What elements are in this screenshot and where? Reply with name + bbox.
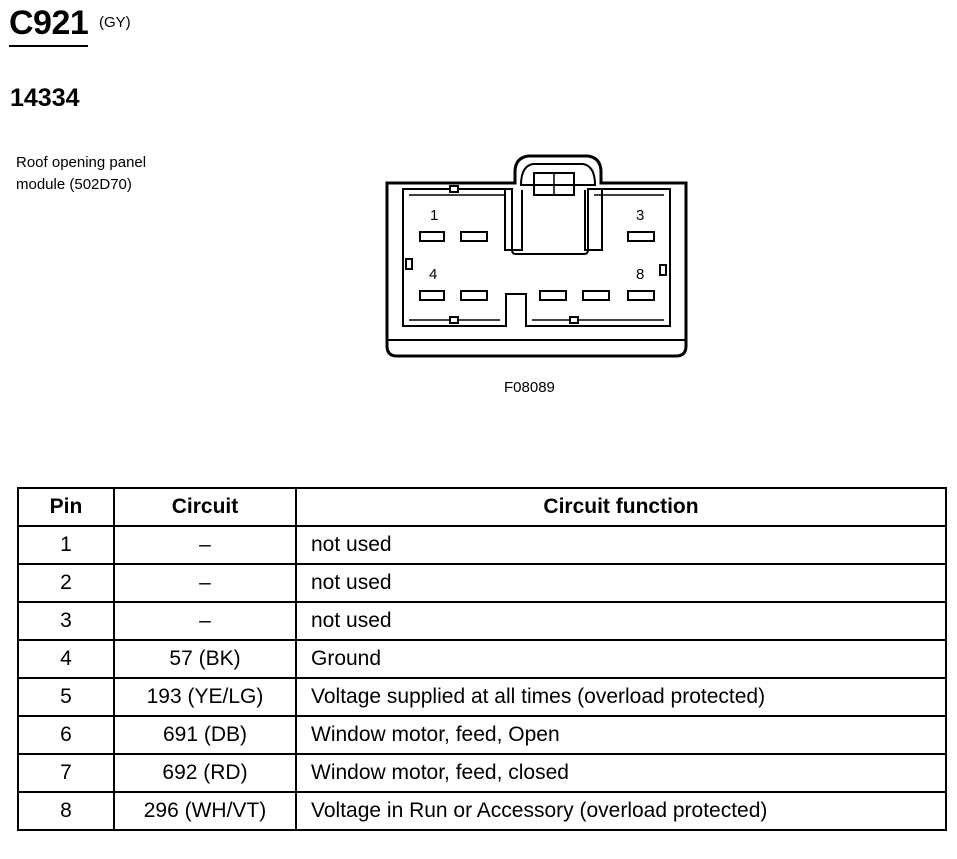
- circuit-cell: –: [113, 601, 297, 641]
- table-row: 3–not used: [17, 601, 947, 641]
- terminal-5: [460, 290, 488, 301]
- pin-cell: 5: [17, 677, 115, 717]
- terminal-6: [539, 290, 567, 301]
- circuit-cell: –: [113, 525, 297, 565]
- connector-face-diagram: 1 3 4 8: [385, 154, 688, 358]
- pin-cell: 4: [17, 639, 115, 679]
- table-row: 2–not used: [17, 563, 947, 603]
- locator-key: [659, 264, 667, 276]
- pin-cell: 2: [17, 563, 115, 603]
- circuit-cell: 57 (BK): [113, 639, 297, 679]
- component-description: Roof opening panel module (502D70): [16, 152, 216, 196]
- table-row: 1–not used: [17, 525, 947, 565]
- pin-cell: 6: [17, 715, 115, 755]
- inner-cavity: [402, 188, 671, 327]
- pin-cell: 1: [17, 525, 115, 565]
- description-line: Roof opening panel: [16, 154, 147, 171]
- function-cell: Window motor, feed, Open: [295, 715, 947, 755]
- description-line: module (502D70): [16, 176, 132, 193]
- function-cell: not used: [295, 563, 947, 603]
- inner-cavity-lip: [409, 194, 664, 321]
- terminal-4: [419, 290, 445, 301]
- table-header-row: Pin Circuit Circuit function: [17, 487, 947, 527]
- latch-rail-right: [584, 190, 603, 251]
- circuit-cell: –: [113, 563, 297, 603]
- pin-label-3: 3: [636, 207, 644, 224]
- circuit-cell: 296 (WH/VT): [113, 791, 297, 831]
- terminal-8: [627, 290, 655, 301]
- figure-id: F08089: [504, 379, 555, 396]
- terminal-3: [627, 231, 655, 242]
- function-cell: not used: [295, 601, 947, 641]
- header-pin: Pin: [17, 487, 115, 527]
- function-cell: Voltage supplied at all times (overload …: [295, 677, 947, 717]
- latch-rail-left: [504, 190, 523, 251]
- terminal-7: [582, 290, 610, 301]
- locator-key: [405, 258, 413, 270]
- pin-label-4: 4: [429, 266, 437, 283]
- circuit-cell: 691 (DB): [113, 715, 297, 755]
- pin-cell: 7: [17, 753, 115, 793]
- circuit-cell: 193 (YE/LG): [113, 677, 297, 717]
- pin-label-8: 8: [636, 266, 644, 283]
- function-cell: Voltage in Run or Accessory (overload pr…: [295, 791, 947, 831]
- housing-outline: [385, 154, 688, 358]
- header-function: Circuit function: [295, 487, 947, 527]
- function-cell: not used: [295, 525, 947, 565]
- latch: [519, 163, 597, 186]
- locator-key: [569, 316, 579, 324]
- part-number: 14334: [10, 84, 80, 112]
- header-circuit: Circuit: [113, 487, 297, 527]
- connector-title: C921: [9, 4, 89, 47]
- circuit-cell: 692 (RD): [113, 753, 297, 793]
- locator-key: [449, 185, 459, 193]
- function-cell: Ground: [295, 639, 947, 679]
- connector-color: (GY): [99, 14, 131, 31]
- locator-key: [449, 316, 459, 324]
- terminal-2: [460, 231, 488, 242]
- function-cell: Window motor, feed, closed: [295, 753, 947, 793]
- pin-cell: 3: [17, 601, 115, 641]
- terminal-1: [419, 231, 445, 242]
- pin-label-1: 1: [430, 207, 438, 224]
- connector-id: C921: [9, 4, 89, 47]
- pin-cell: 8: [17, 791, 115, 831]
